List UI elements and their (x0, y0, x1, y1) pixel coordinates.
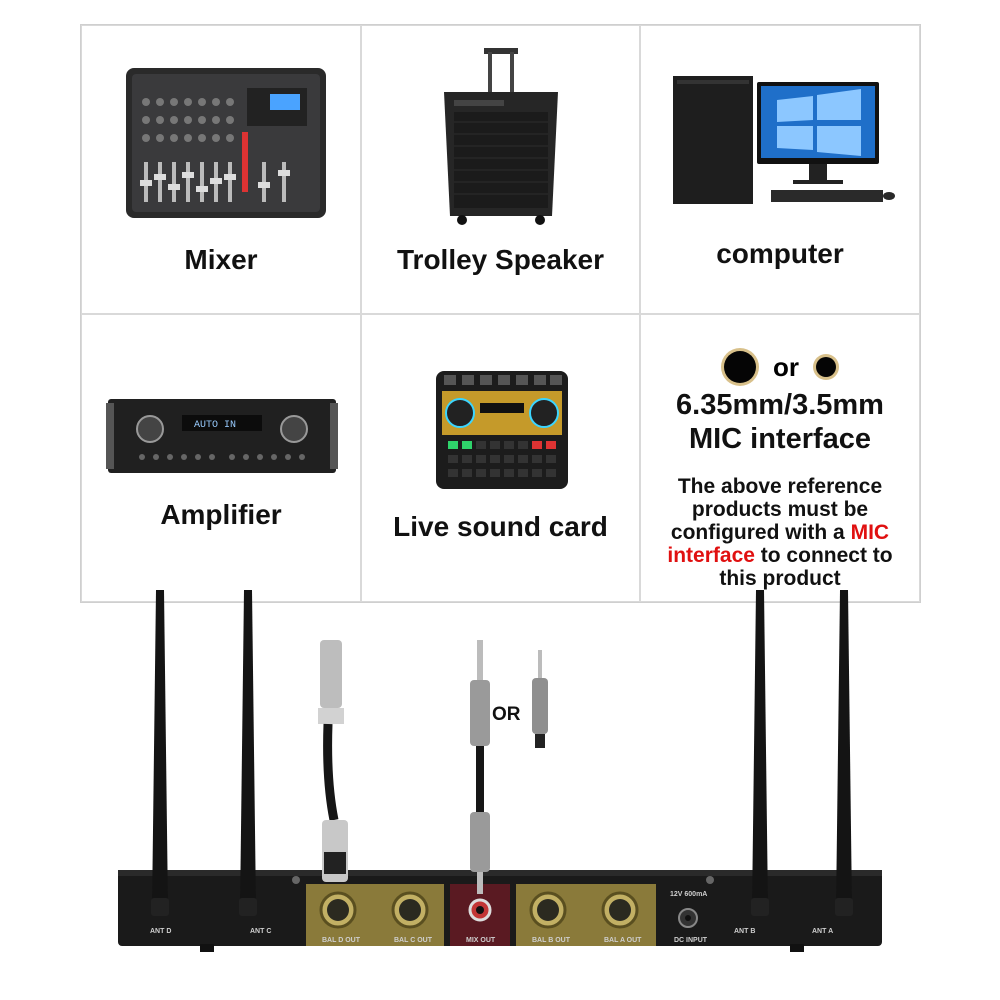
or-text: or (773, 351, 799, 382)
computer-image (673, 76, 895, 204)
mic-interface-title: MIC interface (688, 423, 872, 455)
cell-amplifier: AUTO IN Amplifier (81, 314, 361, 602)
dc-input-jack[interactable] (678, 908, 698, 928)
xlr-bal-c-out[interactable] (391, 891, 429, 929)
note-highlight: MIC interface (667, 521, 890, 567)
trolley-speaker-label: Trolley Speaker (396, 244, 604, 275)
jack-6-35mm-icon (720, 348, 759, 386)
mixer-image (126, 68, 326, 218)
antenna-b (751, 590, 769, 916)
cell-trolley-speaker: Trolley Speaker (361, 25, 640, 314)
power-rating-label: 12V 600mA (670, 891, 707, 898)
live-sound-card-label: Live sound card (393, 511, 608, 542)
jack-6-35mm-cable (470, 640, 490, 894)
mix-out-jack[interactable] (468, 898, 492, 922)
antenna-c (239, 590, 257, 916)
xlr-bal-b-out[interactable] (529, 891, 567, 929)
xlr-bal-a-out[interactable] (601, 891, 639, 929)
bal-c-out-label: BAL C OUT (394, 937, 433, 944)
bal-b-out-label: BAL B OUT (532, 937, 571, 944)
ant-a-label: ANT A (812, 928, 833, 935)
bal-d-out-label: BAL D OUT (322, 937, 361, 944)
ant-d-label: ANT D (150, 928, 171, 935)
amplifier-display-text: AUTO IN (194, 420, 236, 431)
cell-mic-interface: or 6.35mm/3.5mm MIC interface The above … (640, 314, 920, 602)
antenna-d (151, 590, 169, 916)
ant-c-label: ANT C (250, 928, 271, 935)
reference-products-grid: Mixer Trolley Speaker (80, 24, 921, 603)
ant-b-label: ANT B (734, 928, 755, 935)
jack-3-5mm-icon (813, 354, 840, 380)
trolley-speaker-image (444, 48, 558, 225)
cell-mixer: Mixer (81, 25, 361, 314)
cell-computer: computer (640, 25, 920, 314)
note-part-2: to connect to this product (719, 544, 893, 590)
jack-size-text: 6.35mm/3.5mm (676, 389, 884, 421)
mix-out-label: MIX OUT (466, 937, 496, 944)
antenna-a (835, 590, 853, 916)
amplifier-label: Amplifier (160, 499, 282, 530)
computer-label: computer (716, 238, 844, 269)
compatibility-note: The above reference products must be con… (649, 475, 911, 590)
plug-3-5mm (532, 650, 548, 748)
amplifier-image: AUTO IN (106, 399, 338, 473)
xlr-cable (318, 640, 348, 882)
xlr-bal-d-out[interactable] (319, 891, 357, 929)
note-part-1: The above reference products must be con… (670, 475, 883, 544)
mixer-label: Mixer (184, 244, 258, 275)
dc-input-label: DC INPUT (674, 937, 708, 944)
live-sound-card-image (436, 371, 568, 489)
connector-or-text: OR (492, 704, 521, 725)
receiver-rear-panel: OR ANT D ANT C BAL D OUT BAL C OUT MIX O… (118, 590, 882, 952)
cell-live-sound-card: Live sound card (361, 314, 640, 602)
jack-size-row: or (641, 347, 919, 387)
bal-a-out-label: BAL A OUT (604, 937, 642, 944)
